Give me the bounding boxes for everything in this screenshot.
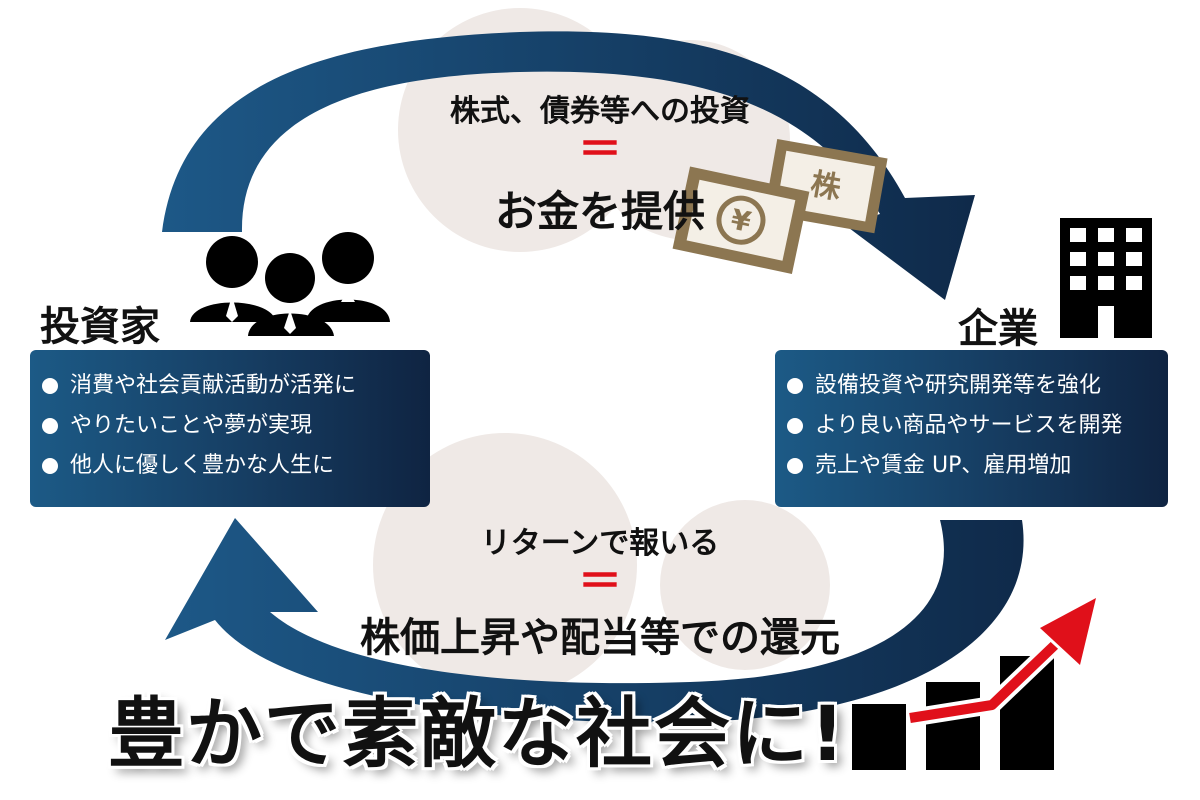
company-benefit-item: より良い商品やサービスを開発 xyxy=(775,406,1168,446)
company-building-icon xyxy=(1060,218,1152,338)
investor-benefit-item: 消費や社会貢献活動が活発に xyxy=(30,366,430,406)
bottom-equals-sign: ＝ xyxy=(578,556,622,607)
slogan-headline: 豊かで素敵な社会に! xyxy=(108,689,847,778)
company-benefit-item: 売上や賃金 UP、雇用増加 xyxy=(775,446,1168,486)
investor-people-icon xyxy=(190,232,390,336)
bottom-flow-arrow xyxy=(165,518,1024,723)
top-flow-title: お金を提供 xyxy=(494,187,705,236)
investor-benefit-item: やりたいことや夢が実現 xyxy=(30,406,430,446)
investor-label: 投資家 xyxy=(40,304,160,350)
company-benefit-text: 売上や賃金 UP、雇用増加 xyxy=(815,453,1072,478)
top-flow-arrow xyxy=(162,31,975,301)
bullet-icon xyxy=(787,418,803,434)
bottom-flow-caption: リターンで報いる xyxy=(480,526,720,561)
investor-benefits-panel: 消費や社会貢献活動が活発に やりたいことや夢が実現 他人に優しく豊かな人生に xyxy=(30,350,430,507)
company-benefits-panel: 設備投資や研究開発等を強化 より良い商品やサービスを開発 売上や賃金 UP、雇用… xyxy=(775,350,1168,507)
investor-benefit-item: 他人に優しく豊かな人生に xyxy=(30,446,430,486)
top-flow-caption: 株式、債券等への投資 xyxy=(450,94,750,129)
bullet-icon xyxy=(42,378,58,394)
growth-chart-icon xyxy=(852,595,1099,770)
bottom-bubble-right xyxy=(660,500,830,670)
company-benefit-item: 設備投資や研究開発等を強化 xyxy=(775,366,1168,406)
investor-benefit-text: やりたいことや夢が実現 xyxy=(70,413,313,438)
bullet-icon xyxy=(42,458,58,474)
top-equals-sign: ＝ xyxy=(578,124,622,175)
yen-bill: ¥ xyxy=(672,166,810,274)
company-label: 企業 xyxy=(958,306,1038,352)
company-benefit-text: 設備投資や研究開発等を強化 xyxy=(815,373,1102,398)
bottom-bubble-left xyxy=(373,433,637,697)
investor-benefit-text: 他人に優しく豊かな人生に xyxy=(70,453,335,478)
bottom-flow-title: 株価上昇や配当等での還元 xyxy=(360,615,840,661)
bullet-icon xyxy=(787,458,803,474)
investor-benefit-text: 消費や社会貢献活動が活発に xyxy=(70,373,357,398)
stock-bill-label: 株 xyxy=(808,167,845,207)
bullet-icon xyxy=(787,378,803,394)
company-benefit-text: より良い商品やサービスを開発 xyxy=(815,413,1123,438)
bullet-icon xyxy=(42,418,58,434)
